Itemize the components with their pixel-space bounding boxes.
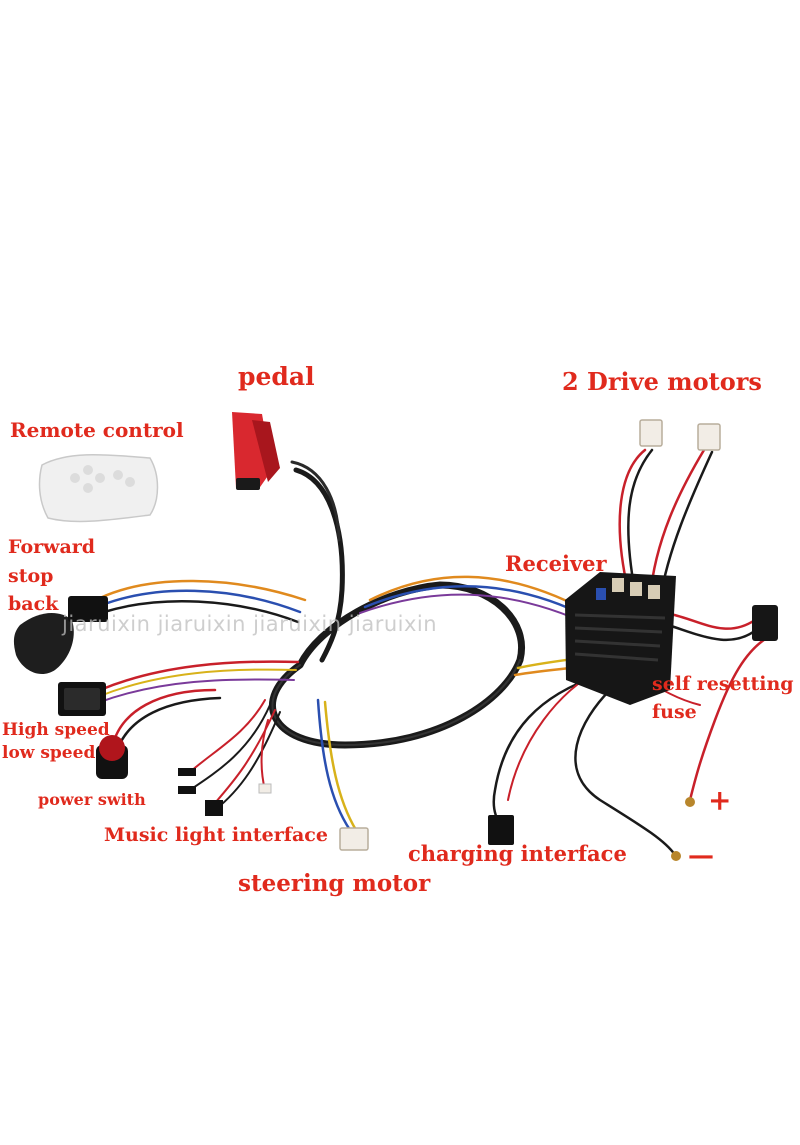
charging-connector	[488, 815, 514, 845]
label-minus: —	[688, 841, 714, 871]
battery-terminals	[671, 797, 695, 861]
pedal	[232, 412, 280, 490]
bundle-to-receiver-purple	[359, 593, 593, 627]
label-forward: Forward	[8, 536, 96, 558]
label-back: back	[8, 593, 59, 615]
speed-switch-wires-yellow	[99, 668, 297, 697]
label-stop: stop	[8, 565, 54, 587]
speed-switch	[58, 682, 106, 716]
label-receiver: Receiver	[505, 551, 607, 576]
drive-motor-plugs	[639, 419, 721, 451]
fsb-switch-wires-orange	[98, 579, 307, 602]
label-music-light: Music light interface	[104, 824, 328, 846]
label-low-speed: low speed	[2, 743, 96, 763]
label-steering: steering motor	[238, 870, 431, 897]
label-remote-control: Remote control	[10, 418, 184, 442]
music-light-connectors	[178, 768, 272, 816]
steering-wire-blue	[316, 698, 352, 832]
speed-switch-wires-purple	[99, 678, 295, 703]
forward-stop-back-switch	[13, 596, 108, 675]
wire-harness	[98, 448, 772, 857]
label-self-resetting: self resetting	[652, 673, 794, 695]
main-harness-loop-core	[271, 659, 521, 747]
fuse-wire-red	[668, 612, 757, 630]
watermark-text: jiaruixin jiaruixin jiaruixin jiaruixin	[62, 612, 438, 636]
label-drive-motors: 2 Drive motors	[562, 367, 762, 396]
power-switch-wire-black	[116, 696, 222, 750]
drive-motor-1-black	[627, 448, 654, 594]
pedal-cable-2	[290, 460, 341, 542]
music-wire-red-3	[260, 719, 269, 791]
minus-wire	[574, 688, 677, 857]
bundle-to-receiver-orange	[368, 575, 587, 612]
pedal-cable	[293, 467, 345, 663]
label-charging: charging interface	[408, 841, 627, 866]
fsb-switch-wires-black	[102, 600, 300, 624]
charging-wire-black	[492, 673, 602, 822]
speed-switch-wires-red	[98, 660, 300, 692]
remote-control	[38, 453, 159, 523]
label-high-speed: High speed	[2, 720, 110, 740]
fuse-wire-black	[666, 623, 758, 642]
steering-motor-plug	[339, 827, 369, 851]
music-wire-red	[189, 699, 266, 773]
fuse-to-plus-wire	[688, 634, 772, 802]
power-switch	[96, 735, 128, 779]
receiver-module	[565, 572, 676, 705]
music-wire-black	[189, 704, 271, 791]
fuse-holder	[752, 605, 778, 641]
bundle-to-receiver-blue	[363, 585, 592, 620]
main-harness-loop	[269, 581, 525, 749]
steering-wire-yellow	[323, 700, 358, 832]
charging-wire-red	[507, 669, 601, 801]
label-power-switch: power swith	[38, 790, 146, 809]
label-pedal: pedal	[238, 362, 315, 391]
drive-motor-1-red	[618, 448, 647, 592]
fsb-switch-wires-blue	[100, 589, 302, 614]
label-plus: +	[708, 784, 732, 817]
music-wire-red-2	[214, 709, 276, 804]
label-fuse: fuse	[652, 701, 697, 723]
